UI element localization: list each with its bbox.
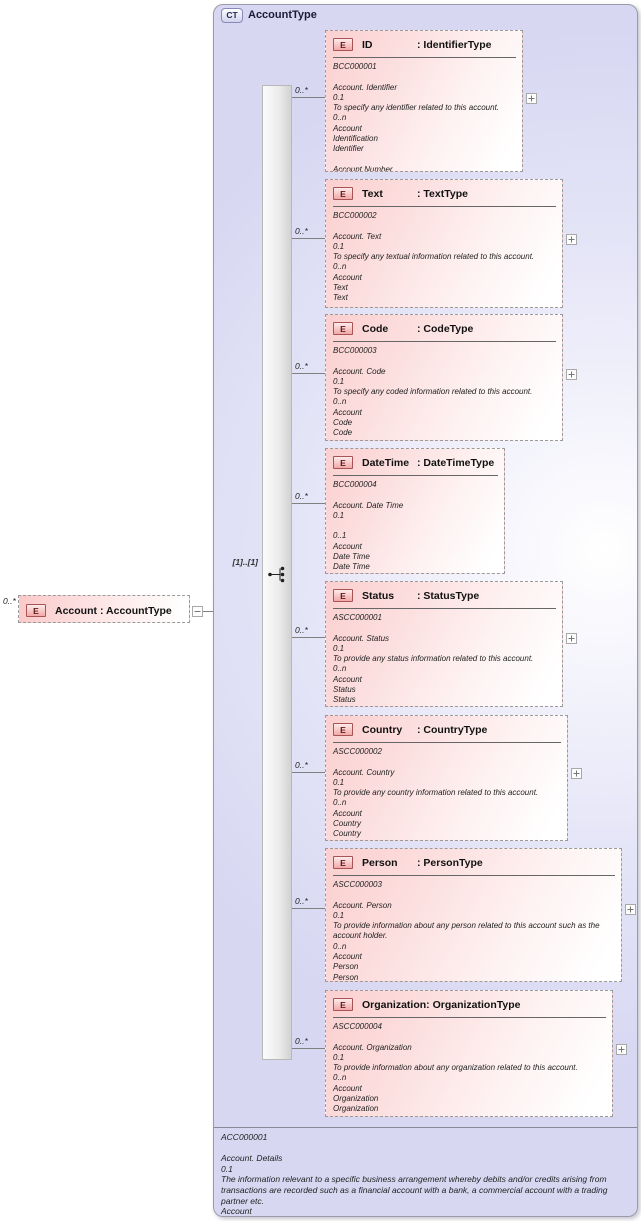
element-badge-icon: E xyxy=(333,723,353,736)
expand-button[interactable] xyxy=(566,369,577,380)
complex-type-title: AccountType xyxy=(248,9,317,21)
expand-button[interactable] xyxy=(625,904,636,915)
header-separator xyxy=(333,341,556,342)
plus-icon xyxy=(573,770,580,777)
element-documentation: ASCC000002 Account. Country 0.1 To provi… xyxy=(333,747,539,839)
element-name: Person xyxy=(362,856,398,869)
element-box-text[interactable]: E Text : TextType BCC000002 Account. Tex… xyxy=(325,179,563,308)
connector-line xyxy=(292,97,325,98)
element-type: : OrganizationType xyxy=(426,998,521,1011)
header-separator xyxy=(333,608,556,609)
cardinality-label: 0..* xyxy=(295,491,308,501)
connector-line xyxy=(292,908,325,909)
minus-icon xyxy=(194,611,201,612)
element-name: Text xyxy=(362,187,383,200)
plus-icon xyxy=(627,906,634,913)
element-name: Status xyxy=(362,589,395,602)
element-badge-icon: E xyxy=(333,589,353,602)
element-badge-icon: E xyxy=(333,322,353,335)
element-box-organization[interactable]: E Organization : OrganizationType ASCC00… xyxy=(325,990,613,1117)
header-separator xyxy=(333,875,615,876)
header-separator xyxy=(333,206,556,207)
root-element-name: Account xyxy=(55,604,97,617)
root-element-box[interactable]: E Account : AccountType xyxy=(18,595,190,623)
element-type: : PersonType xyxy=(417,856,483,869)
collapse-button[interactable] xyxy=(192,606,203,617)
cardinality-label: 0..* xyxy=(295,226,308,236)
header-separator xyxy=(333,57,516,58)
group-cardinality-label: [1]..[1] xyxy=(232,557,259,567)
connector-line xyxy=(292,637,325,638)
element-documentation: BCC000003 Account. Code 0.1 To specify a… xyxy=(333,346,533,438)
complex-type-badge-icon: CT xyxy=(221,8,243,23)
element-badge-icon: E xyxy=(333,187,353,200)
element-box-code[interactable]: E Code : CodeType BCC000003 Account. Cod… xyxy=(325,314,563,441)
sequence-icon xyxy=(268,566,285,583)
element-name: ID xyxy=(362,38,373,51)
plus-icon xyxy=(528,95,535,102)
header-separator xyxy=(333,475,498,476)
element-box-status[interactable]: E Status : StatusType ASCC000001 Account… xyxy=(325,581,563,707)
element-badge-icon: E xyxy=(333,856,353,869)
cardinality-label: 0..* xyxy=(295,760,308,770)
plus-icon xyxy=(618,1046,625,1053)
element-type: : CodeType xyxy=(417,322,474,335)
element-badge-icon: E xyxy=(333,456,353,469)
element-documentation: BCC000004 Account. Date Time 0.1 0..1 Ac… xyxy=(333,480,404,572)
header-separator xyxy=(333,742,561,743)
element-box-id[interactable]: E ID : IdentifierType BCC000001 Account.… xyxy=(325,30,523,172)
cardinality-label: 0..* xyxy=(295,85,308,95)
cardinality-label: 0..* xyxy=(295,896,308,906)
connector-line xyxy=(292,503,325,504)
footer-separator xyxy=(214,1127,637,1128)
root-cardinality-label: 0..* xyxy=(3,596,16,606)
element-documentation: ASCC000001 Account. Status 0.1 To provid… xyxy=(333,613,534,705)
expand-button[interactable] xyxy=(566,633,577,644)
connector-line xyxy=(292,373,325,374)
cardinality-label: 0..* xyxy=(295,361,308,371)
element-name: DateTime xyxy=(362,456,410,469)
connector-line xyxy=(292,1048,325,1049)
element-documentation: BCC000002 Account. Text 0.1 To specify a… xyxy=(333,211,535,303)
expand-button[interactable] xyxy=(616,1044,627,1055)
element-box-person[interactable]: E Person : PersonType ASCC000003 Account… xyxy=(325,848,622,982)
header-separator xyxy=(333,1017,606,1018)
connector-line xyxy=(203,611,213,612)
element-badge-icon: E xyxy=(26,604,46,617)
element-badge-icon: E xyxy=(333,998,353,1011)
element-type: : CountryType xyxy=(417,723,488,736)
element-box-datetime[interactable]: E DateTime : DateTimeType BCC000004 Acco… xyxy=(325,448,505,574)
expand-button[interactable] xyxy=(566,234,577,245)
sequence-group-bar xyxy=(262,85,292,1060)
element-type: : IdentifierType xyxy=(417,38,492,51)
element-type: : StatusType xyxy=(417,589,480,602)
element-type: : TextType xyxy=(417,187,468,200)
complex-type-documentation: ACC000001 Account. Details 0.1 The infor… xyxy=(221,1132,608,1217)
cardinality-label: 0..* xyxy=(295,1036,308,1046)
root-element-type: : AccountType xyxy=(100,604,172,617)
element-type: : DateTimeType xyxy=(417,456,495,469)
plus-icon xyxy=(568,635,575,642)
element-documentation: ASCC000004 Account. Organization 0.1 To … xyxy=(333,1022,578,1114)
expand-button[interactable] xyxy=(571,768,582,779)
connector-line xyxy=(292,772,325,773)
cardinality-label: 0..* xyxy=(295,625,308,635)
expand-button[interactable] xyxy=(526,93,537,104)
element-documentation: BCC000001 Account. Identifier 0.1 To spe… xyxy=(333,62,500,172)
element-name: Code xyxy=(362,322,389,335)
connector-line xyxy=(292,238,325,239)
element-badge-icon: E xyxy=(333,38,353,51)
plus-icon xyxy=(568,371,575,378)
plus-icon xyxy=(568,236,575,243)
element-documentation: ASCC000003 Account. Person 0.1 To provid… xyxy=(333,880,600,982)
element-name: Organization xyxy=(362,998,427,1011)
element-name: Country xyxy=(362,723,403,736)
element-box-country[interactable]: E Country : CountryType ASCC000002 Accou… xyxy=(325,715,568,841)
